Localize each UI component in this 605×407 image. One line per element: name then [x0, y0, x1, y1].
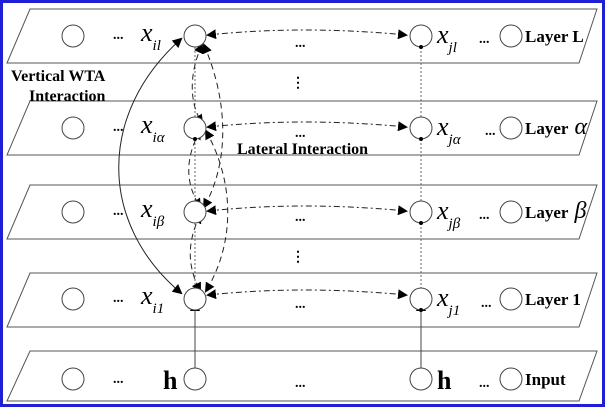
ellipsis-layer-alpha-mid: ...	[295, 126, 306, 141]
plane-input	[6, 350, 598, 402]
node-dots	[193, 45, 423, 312]
vertical-ellipsis-lower: ⋮	[291, 250, 305, 265]
label-input: Input	[525, 370, 566, 389]
wta-curve-beta-1	[189, 213, 202, 293]
ellipsis-layer-alpha-right: ...	[485, 124, 496, 139]
ellipsis-layer-l-mid: ...	[295, 36, 306, 51]
node-layer-1-left	[61, 287, 85, 311]
annotation-lateral: Lateral Interaction	[237, 141, 368, 158]
input-h-right: h	[437, 366, 452, 395]
wta-curve-alpha-1	[204, 129, 229, 293]
lateral-arrow-layer-l	[206, 29, 408, 40]
label-layer-l: Layer L	[525, 27, 584, 46]
lateral-arrow-layer-alpha	[206, 121, 408, 132]
nodes	[61, 24, 523, 391]
network-diagram: ... ... ... ... ... ... ... ... ... ... …	[6, 8, 598, 402]
node-layer-alpha-left	[61, 116, 85, 140]
ellipsis-layer-beta-right: ...	[479, 208, 490, 223]
node-input-j	[409, 367, 433, 391]
node-layer-l-left	[61, 24, 85, 48]
vertical-links	[194, 43, 422, 288]
var-layer-l-i: xil	[140, 18, 161, 54]
node-input-left	[61, 367, 85, 391]
node-layer-l-i	[183, 24, 207, 48]
var-layer-beta-i: xiβ	[140, 194, 165, 230]
dot-layer-alpha-j	[419, 137, 423, 141]
node-input-right	[499, 367, 523, 391]
label-layer-1: Layer 1	[525, 290, 581, 309]
node-layer-1-i	[183, 287, 207, 311]
wta-curve-alpha-beta	[188, 129, 202, 209]
lateral-arrow-layer-1	[206, 289, 408, 300]
dot-layer-beta-j	[419, 221, 423, 225]
node-layer-beta-i	[183, 200, 207, 224]
ellipsis-input-mid: ...	[295, 376, 306, 391]
node-layer-alpha-right	[499, 116, 523, 140]
variables-i: xil xiα xiβ xi1	[140, 18, 166, 317]
var-layer-alpha-i: xiα	[140, 110, 166, 146]
dot-layer-l-j	[419, 45, 423, 49]
node-layer-beta-right	[499, 200, 523, 224]
ellipsis-layer-beta-left: ...	[113, 204, 124, 219]
node-layer-alpha-j	[409, 116, 433, 140]
input-arrows	[190, 301, 426, 370]
vertical-ellipsis-upper: ⋮	[291, 76, 305, 91]
ellipsis-layer-l-right: ...	[479, 32, 490, 47]
node-layer-1-j	[409, 287, 433, 311]
var-layer-beta-j: xjβ	[436, 196, 461, 232]
input-h-left: h	[163, 366, 178, 395]
node-input-i	[183, 367, 207, 391]
var-layer-l-j: xjl	[436, 20, 457, 56]
dot-layer-alpha-i	[193, 137, 197, 141]
wta-curve-l-to-1	[118, 37, 183, 295]
ellipsis-layer-l-left: ...	[113, 28, 124, 43]
variables-j: xjl xjα xjβ xj1	[436, 20, 462, 319]
var-layer-1-i: xi1	[140, 281, 164, 317]
node-layer-alpha-i	[183, 116, 207, 140]
lateral-arrows	[206, 29, 408, 300]
ellipsis-input-right: ...	[479, 376, 490, 391]
wta-curve-l-alpha	[191, 43, 204, 125]
ellipses: ... ... ... ... ... ... ... ... ... ... …	[113, 28, 496, 391]
ellipsis-layer-beta-mid: ...	[295, 210, 306, 225]
node-layer-l-right	[499, 24, 523, 48]
lateral-arrow-layer-beta	[206, 205, 408, 216]
plane-layer-1	[6, 272, 598, 328]
node-layer-beta-j	[409, 200, 433, 224]
vertical-wta-arrows	[118, 37, 229, 295]
node-layer-beta-left	[61, 200, 85, 224]
wta-curve-l-beta	[202, 43, 224, 209]
annotation-vertical-wta-line2: Interaction	[29, 88, 106, 105]
ellipsis-layer-alpha-left: ...	[113, 120, 124, 135]
ellipsis-layer-1-left: ...	[113, 291, 124, 306]
node-layer-1-right	[499, 287, 523, 311]
ellipsis-layer-1-mid: ...	[295, 297, 306, 312]
ellipsis-input-left: ...	[113, 372, 124, 387]
var-layer-alpha-j: xjα	[436, 112, 462, 148]
dot-layer-1-j	[419, 308, 423, 312]
node-layer-l-j	[409, 24, 433, 48]
annotation-vertical-wta-line1: Vertical WTA	[11, 68, 106, 85]
ellipsis-layer-1-right: ...	[481, 296, 492, 311]
var-layer-1-j: xj1	[436, 283, 460, 319]
